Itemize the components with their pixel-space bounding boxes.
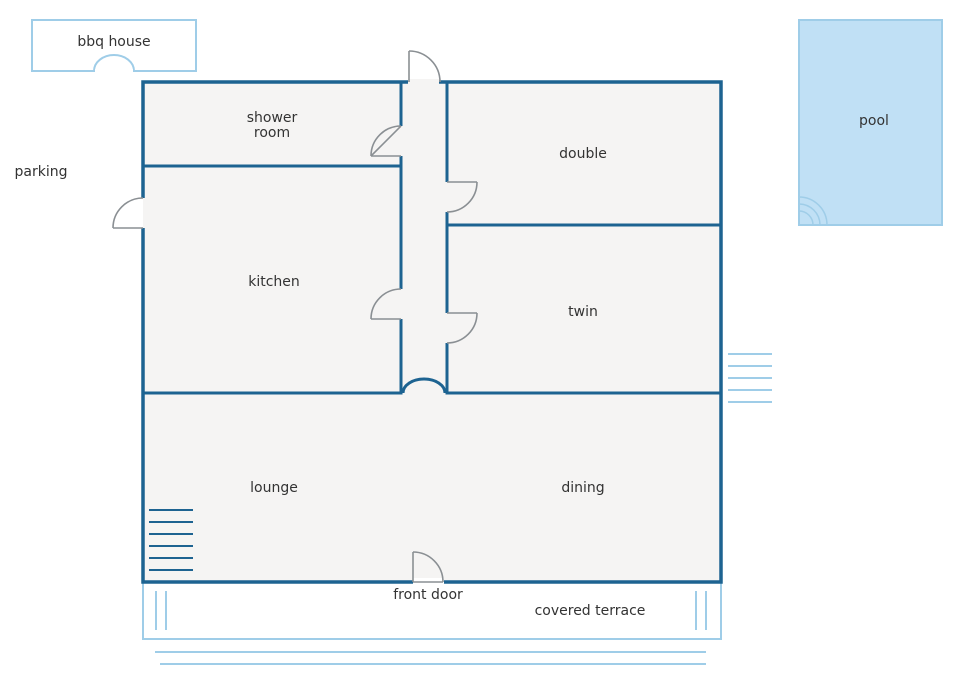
pool	[798, 19, 943, 226]
bbq-house-label: bbq house	[77, 34, 150, 50]
twin-room-door	[444, 312, 478, 344]
bbq-house	[31, 19, 197, 73]
covered-terrace	[142, 582, 722, 665]
lounge-stairs	[149, 509, 193, 571]
shower-room-label-line1: shower	[247, 110, 298, 126]
parking-label: parking	[15, 164, 68, 180]
house-floor	[143, 82, 721, 582]
shower-room-label-line2: room	[254, 125, 290, 141]
double-room-door	[444, 181, 478, 213]
pool-label: pool	[859, 113, 889, 129]
dining-label: dining	[561, 480, 604, 496]
kitchen-hall-door	[370, 288, 404, 320]
double-room-label: double	[559, 146, 607, 162]
pool-steps-icon	[798, 196, 828, 226]
kitchen-label: kitchen	[248, 274, 300, 290]
shower-room-door	[370, 125, 404, 157]
lounge-label: lounge	[250, 480, 298, 496]
hall-archway	[401, 377, 447, 396]
front-door	[412, 551, 444, 586]
hall-top-door	[408, 50, 441, 86]
kitchen-outside-door	[112, 197, 147, 229]
outside-steps	[728, 353, 772, 403]
covered-terrace-label: covered terrace	[535, 603, 646, 619]
twin-room-label: twin	[568, 304, 598, 320]
front-door-label: front door	[393, 587, 463, 603]
